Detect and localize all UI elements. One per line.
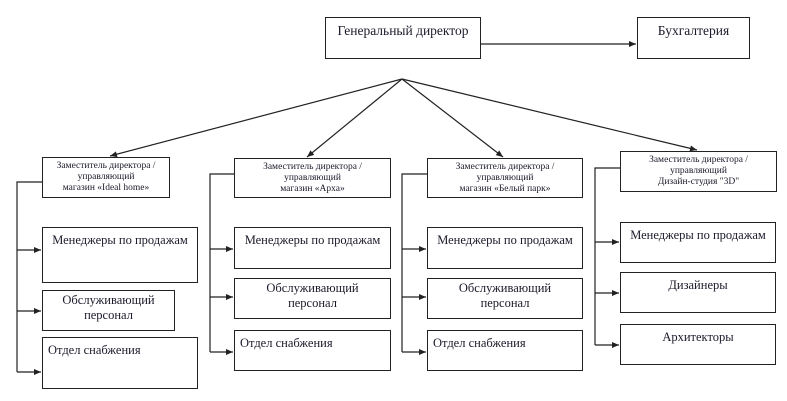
deputy-unit: магазин «Арха»: [280, 184, 345, 194]
unit-service-staff-2: Обслуживающий персонал: [234, 278, 391, 319]
accounting-box: Бухгалтерия: [637, 17, 750, 59]
unit-sales-managers-4: Менеджеры по продажам: [620, 222, 776, 263]
ceo-box: Генеральный директор: [325, 17, 481, 59]
unit-service-staff-1: Обслуживающий персонал: [42, 290, 175, 331]
deputy-role: управляющий: [284, 173, 341, 183]
unit-label-line-1: Обслуживающий: [62, 293, 155, 307]
unit-label: Отдел снабжения: [240, 336, 333, 350]
unit-label: Менеджеры по продажам: [437, 233, 573, 247]
unit-label: Менеджеры по продажам: [630, 228, 766, 242]
unit-supply-3: Отдел снабжения: [427, 330, 583, 371]
unit-label: Отдел снабжения: [48, 343, 141, 357]
deputy-title: Заместитель директора /: [263, 162, 362, 172]
branch-column-1: [16, 181, 42, 372]
unit-label: Менеджеры по продажам: [244, 233, 381, 247]
unit-supply-2: Отдел снабжения: [234, 330, 391, 371]
deputy-box-2: Заместитель директора / управляющий мага…: [234, 158, 391, 198]
unit-label-line-2: персонал: [288, 296, 337, 310]
unit-sales-managers-3: Менеджеры по продажам: [427, 227, 583, 269]
deputy-box-3: Заместитель директора / управляющий мага…: [427, 158, 583, 198]
deputy-unit: Дизайн-студия "3D": [657, 177, 740, 187]
unit-label-line-1: Обслуживающий: [458, 281, 552, 295]
deputy-role: управляющий: [77, 172, 135, 182]
unit-label: Дизайнеры: [668, 278, 728, 292]
unit-architects-4: Архитекторы: [620, 324, 776, 365]
unit-label-line-1: Обслуживающий: [266, 281, 359, 295]
unit-label: Отдел снабжения: [433, 336, 526, 350]
unit-label: Менеджеры по продажам: [52, 233, 188, 247]
unit-label-line-2: персонал: [84, 308, 133, 322]
unit-service-staff-3: Обслуживающий персонал: [427, 278, 583, 319]
deputy-title: Заместитель директора /: [455, 162, 555, 172]
deputy-title: Заместитель директора /: [649, 155, 748, 165]
unit-designers-4: Дизайнеры: [620, 272, 776, 313]
ceo-label: Генеральный директор: [337, 23, 469, 38]
unit-supply-1: Отдел снабжения: [42, 337, 198, 389]
unit-label: Архитекторы: [662, 330, 734, 344]
arrow-ceo-deputy-3: [401, 78, 504, 158]
arrow-ceo-deputy-2: [306, 78, 403, 158]
accounting-label: Бухгалтерия: [657, 23, 730, 38]
deputy-title: Заместитель директора /: [56, 161, 156, 171]
deputy-role: управляющий: [670, 166, 727, 176]
arrow-ceo-deputy-4: [401, 78, 698, 152]
arrow-ceo-deputy-1: [109, 78, 403, 158]
deputy-unit: магазин «Ideal home»: [62, 183, 150, 193]
deputy-role: управляющий: [476, 173, 534, 183]
branch-column-3: [401, 173, 427, 352]
deputy-box-4: Заместитель директора / управляющий Диза…: [620, 151, 777, 192]
branch-column-2: [209, 173, 234, 352]
deputy-box-1: Заместитель директора / управляющий мага…: [42, 157, 170, 198]
unit-sales-managers-2: Менеджеры по продажам: [234, 227, 391, 269]
unit-sales-managers-1: Менеджеры по продажам: [42, 227, 198, 283]
unit-label-line-2: персонал: [480, 296, 530, 310]
deputy-unit: магазин «Белый парк»: [459, 184, 551, 194]
branch-column-4: [594, 167, 620, 345]
